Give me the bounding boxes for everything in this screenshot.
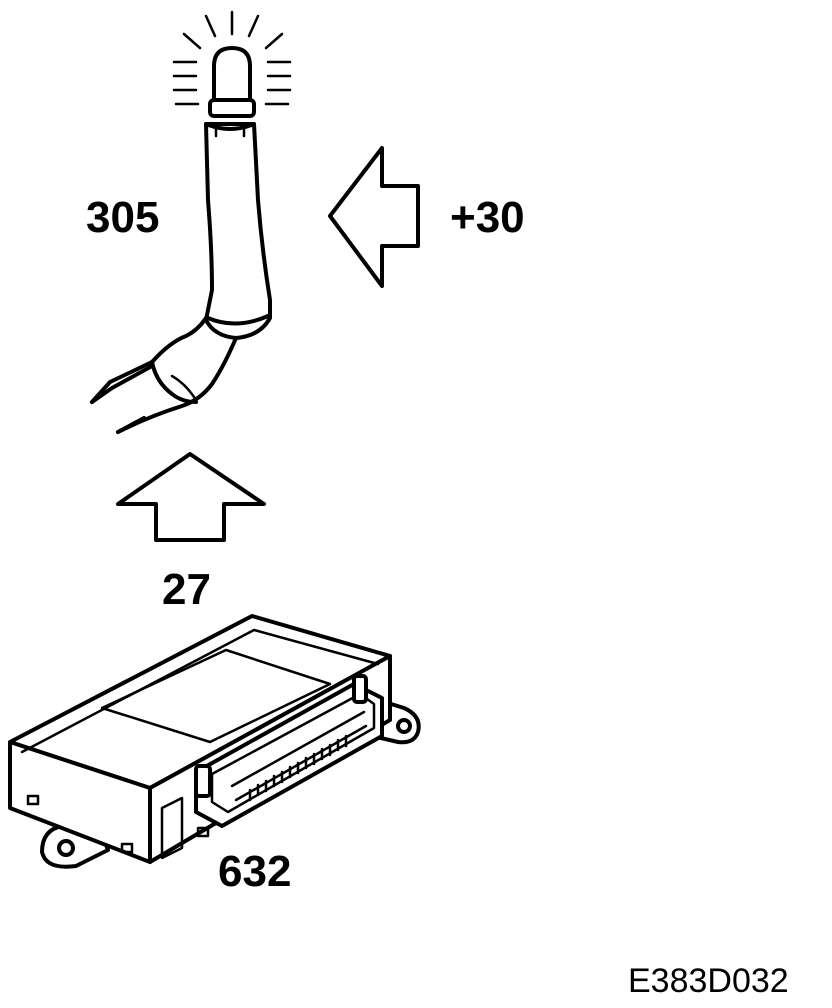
bulb-ref-label: 305 — [86, 193, 159, 242]
arrow-left-icon — [328, 146, 420, 288]
figure-code: E383D032 — [628, 962, 789, 1000]
signal-ref-label: 27 — [162, 565, 211, 614]
module-ref-label: 632 — [218, 847, 291, 896]
light-rays — [172, 10, 292, 106]
arrow-up-icon — [116, 452, 266, 542]
bulb-icon — [208, 46, 256, 118]
control-module-icon — [8, 614, 421, 869]
power-ref-label: +30 — [450, 193, 525, 242]
lamp-socket — [90, 122, 272, 434]
